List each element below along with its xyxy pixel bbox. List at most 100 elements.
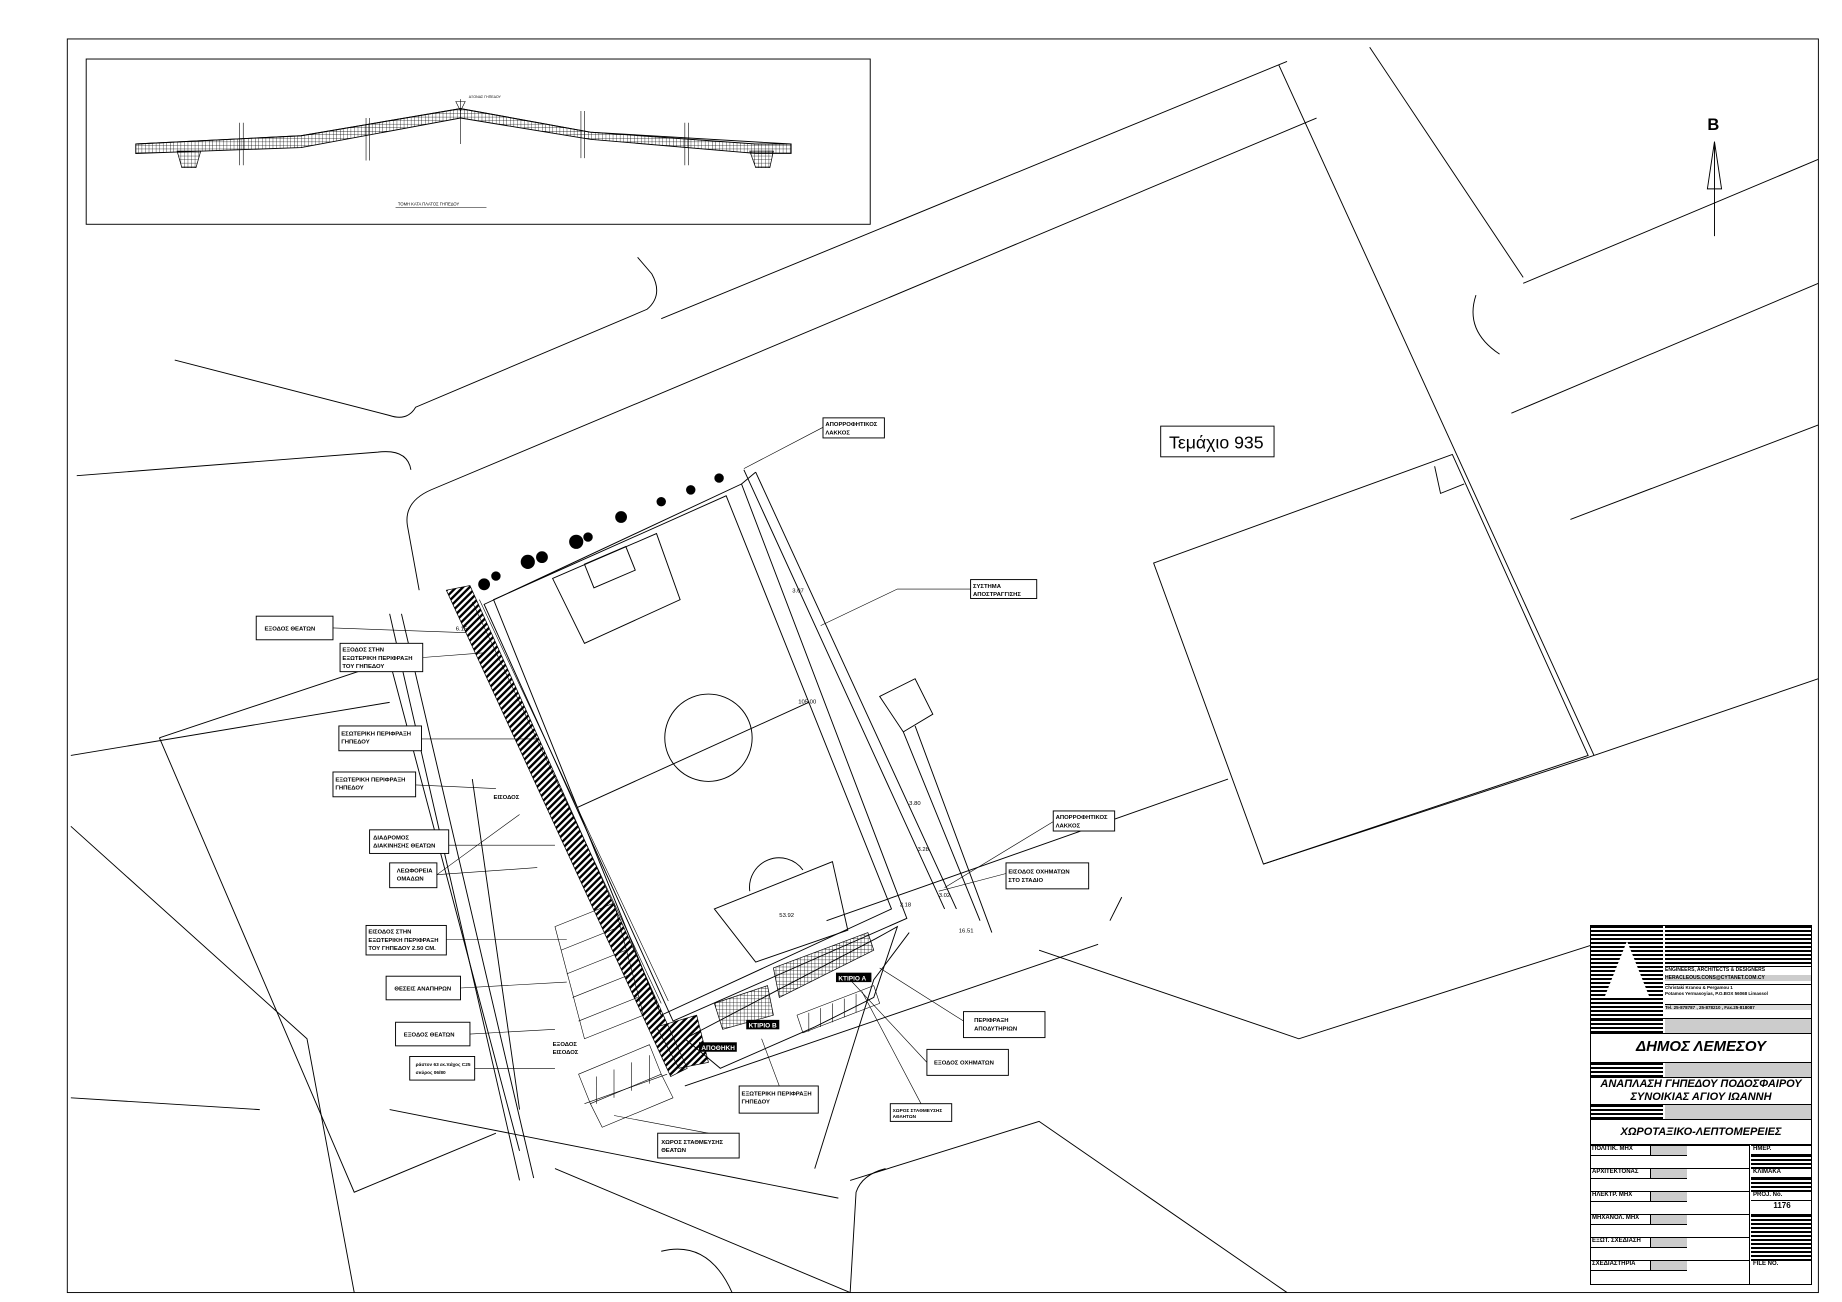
tree-icon (491, 571, 501, 581)
callout-text: ΟΜΑΔΩΝ (397, 877, 424, 883)
callout-outer-fence-1: ΕΣΩΤΕΡΙΚΗ ΠΕΡΙΦΡΑΞΗ ΓΗΠΕΔΟΥ (338, 725, 423, 752)
callout-spectator-exit-1: ΕΞΟΔΟΣ ΘΕΑΤΩΝ (255, 615, 334, 641)
dimensions: 6.15 3.07 105.00 3.80 3.28 3.18 3.02 53.… (456, 589, 974, 935)
field-civil-engineer: ΠΟΛΙΤΙΚ. ΜΗΧ (1591, 1146, 1651, 1156)
firm-email: HERACLEOUS.CONS@CYTANET.COM.CY (1665, 975, 1811, 981)
exit-entrance-text: ΕΞΟΔΟΣ ΕΙΣΟΔΟΣ (553, 1042, 579, 1056)
callout-text: ΔΙΑΔΡΟΜΟΣ (373, 835, 409, 841)
callout-text: ΧΩΡΟΣ ΣΤΑΘΜΕΥΣΗΣ (661, 1140, 723, 1146)
tree-icon (686, 485, 696, 495)
leader-lines (332, 427, 1054, 1134)
project-header (1591, 1062, 1811, 1077)
callout-text: ΕΣΩΤΕΡΙΚΗ ΠΕΡΙΦΡΑΞΗ (341, 731, 411, 737)
field-mechanical-engineer: ΜΗΧΑΝΟΛ. ΜΗΧ (1591, 1215, 1651, 1225)
parcel-number: Τεμάχιο 935 (1169, 433, 1264, 453)
client-name: ΔΗΜΟΣ ΛΕΜΕΣΟΥ (1591, 1033, 1811, 1060)
callout-text: ΕΞΩΤΕΡΙΚΗ ΠΕΡΙΦΡΑΞΗ (742, 1091, 812, 1097)
callout-text: ΕΞΟΔΟΣ ΟΧΗΜΑΤΩΝ (934, 1061, 994, 1067)
callout-text: ΔΙΑΚΙΝΗΣΗΣ ΘΕΑΤΩΝ (373, 844, 435, 850)
callout-vehicle-exit: ΕΞΟΔΟΣ ΟΧΗΜΑΤΩΝ (926, 1048, 1009, 1076)
callout-text: ΑΘΛΗΤΩΝ (893, 1114, 917, 1120)
dim-label: 16.51 (959, 929, 974, 935)
callout-text: ΑΠΟΣΤΡΑΓΓΙΣΗΣ (973, 592, 1021, 598)
callout-text: ΑΠΟΡΡΟΦΗΤΙΚΟΣ (1056, 815, 1108, 821)
firm-logo-area (1591, 926, 1663, 1016)
callout-text: ΤΟΥ ΓΗΠΕΔΟΥ 2.50 CM. (368, 946, 436, 952)
north-label: B (1707, 115, 1719, 134)
callout-text: ΕΙΣΟΔΟΣ (553, 1050, 579, 1056)
callout-text: ΛΑΚΚΟΣ (1056, 823, 1081, 829)
storage-tag (699, 1042, 737, 1052)
drawing-title: ΧΩΡΟΤΑΞΙΚΟ-ΛΕΠΤΟΜΕΡΕΙΕΣ (1591, 1119, 1811, 1144)
callout-text: ΕΞΩΤΕΡΙΚΗ ΠΕΡΙΦΡΑΞΗ (368, 938, 438, 944)
callout-vehicle-entrance: ΕΙΣΟΔΟΣ ΟΧΗΜΑΤΩΝ ΣΤΟ ΣΤΑΔΙΟ (1005, 862, 1090, 890)
tree-icon (536, 551, 548, 564)
tree-icon (478, 578, 491, 591)
field-external-design: ΕΞΩΤ. ΣΧΕΔΙΑΣΗ (1591, 1238, 1651, 1248)
callout-text: ΣΤΟ ΣΤΑΔΙΟ (1008, 878, 1043, 884)
section-axis-label: ΑΞΟΝΑΣ ΓΗΠΕΔΟΥ (469, 95, 502, 99)
field-architect: ΑΡΧΙΤΕΚΤΟΝΑΣ (1591, 1169, 1651, 1179)
firm-address-2: Potamos Yermasoyias, P.O.BOX 56068 Limas… (1665, 991, 1768, 996)
callout-text: ΕΞΟΔΟΣ ΣΤΗΝ (342, 648, 384, 654)
scale-label: ΚΛΙΜΑΚΑ (1751, 1168, 1811, 1177)
callout-text: ΓΗΠΕΔΟΥ (742, 1100, 770, 1106)
date-label: ΗΜΕΡ. (1751, 1145, 1811, 1154)
file-no-label: FILE NO. (1751, 1260, 1811, 1269)
callout-text: σκύρος 06/80 (416, 1070, 446, 1076)
callout-corridor: ΔΙΑΔΡΟΜΟΣ ΔΙΑΚΙΝΗΣΗΣ ΘΕΑΤΩΝ (369, 829, 450, 854)
dim-label: 105.00 (798, 700, 817, 706)
drawing-header (1591, 1104, 1811, 1119)
building-a-tag (835, 972, 872, 983)
callout-text: ΠΕΡΙΦΡΑΞΗ (974, 1018, 1008, 1024)
callout-entrance-to-fence: ΕΙΣΟΔΟΣ ΣΤΗΝ ΕΞΩΤΕΡΙΚΗ ΠΕΡΙΦΡΑΞΗ ΤΟΥ ΓΗΠΕΔ… (365, 924, 447, 956)
callout-text: ΕΙΣΟΔΟΣ ΣΤΗΝ (368, 930, 411, 936)
callout-text: ράστον 63 εκ.πάχος C25 (416, 1062, 471, 1068)
callout-text: ΕΞΟΔΟΣ ΘΕΑΤΩΝ (264, 626, 315, 632)
section-inset: ΑΞΟΝΑΣ ΓΗΠΕΔΟΥ ΤΟΜΗ ΚΑΤΑ ΠΛΑΤΟΣ ΓΗΠΕΔΟΥ (85, 58, 871, 225)
storage-label: ΑΠΟΘΗΚΗ (701, 1045, 735, 1052)
project-title-line-1: ΑΝΑΠΛΑΣΗ ΓΗΠΕΔΟΥ ΠΟΔΟΣΦΑΙΡΟΥ (1600, 1078, 1802, 1090)
callout-text: ΕΙΣΟΔΟΣ ΟΧΗΜΑΤΩΝ (1008, 870, 1069, 876)
tree-icon (615, 511, 627, 523)
callout-text: ΧΩΡΟΣ ΣΤΑΘΜΕΥΣΗΣ (893, 1108, 943, 1114)
parcel-label: Τεμάχιο 935 (1160, 425, 1275, 458)
callout-outer-fence-3: ΕΞΩΤΕΡΙΚΗ ΠΕΡΙΦΡΑΞΗ ΓΗΠΕΔΟΥ (738, 1085, 819, 1114)
section-title: ΤΟΜΗ ΚΑΤΑ ΠΛΑΤΟΣ ΓΗΠΕΔΟΥ (398, 201, 460, 206)
dim-label: 6.15 (456, 626, 468, 632)
entrance-text: ΕΙΣΟΔΟΣ (494, 795, 520, 801)
sheet-frame (66, 38, 1819, 1294)
project-title-line-2: ΣΥΝΟΙΚΙΑΣ ΑΓΙΟΥ ΙΩΑΝΝΗ (1630, 1091, 1772, 1103)
callout-spectator-exit-2: ΕΞΟΔΟΣ ΘΕΑΤΩΝ (395, 1021, 471, 1047)
dim-label: 3.28 (917, 847, 929, 853)
field-drafting: ΣΧΕΔΙΑΣΤΗΡΙΑ (1591, 1261, 1651, 1271)
buildings: ΚΤΙΡΙΟ Α ΚΤΙΡΙΟ Β ΑΠΟΘΗΚΗ (554, 902, 899, 1128)
project-title: ΑΝΑΠΛΑΣΗ ΓΗΠΕΔΟΥ ΠΟΔΟΣΦΑΙΡΟΥ ΣΥΝΟΙΚΙΑΣ Α… (1591, 1077, 1811, 1105)
firm-name-bars (1665, 926, 1811, 964)
scale-value-bars (1751, 1177, 1811, 1191)
trees (478, 473, 724, 591)
callout-paving-note: ράστον 63 εκ.πάχος C25 σκύρος 06/80 (409, 1056, 476, 1081)
date-value-bars (1751, 1154, 1811, 1168)
field-electrical-engineer: ΗΛΕΚΤΡ. ΜΗΧ (1591, 1192, 1651, 1202)
callout-text: ΣΥΣΤΗΜΑ (973, 584, 1002, 590)
tree-icon (569, 534, 584, 549)
callout-text: ΓΗΠΕΔΟΥ (341, 740, 369, 746)
callout-text: ΤΟΥ ΓΗΠΕΔΟΥ (342, 664, 384, 670)
signature-fields: ΠΟΛΙΤΙΚ. ΜΗΧ ΑΡΧΙΤΕΚΤΟΝΑΣ ΗΛΕΚΤΡ. ΜΗΧ ΜΗ… (1591, 1144, 1811, 1284)
callout-text: ΘΕΣΕΙΣ ΑΝΑΠΗΡΩΝ (394, 986, 451, 992)
dim-label: 3.02 (939, 893, 950, 899)
project-no-label: PROJ. No. (1751, 1191, 1811, 1200)
callout-text: ΕΞΟΔΟΣ (553, 1042, 578, 1048)
callout-text: ΓΗΠΕΔΟΥ (335, 786, 363, 792)
callout-soakaway-2: ΑΠΟΡΡΟΦΗΤΙΚΟΣ ΛΑΚΚΟΣ (1052, 810, 1116, 832)
firm-logo-icon (1605, 941, 1649, 996)
building-b-label: ΚΤΙΡΙΟ Β (749, 1023, 777, 1030)
